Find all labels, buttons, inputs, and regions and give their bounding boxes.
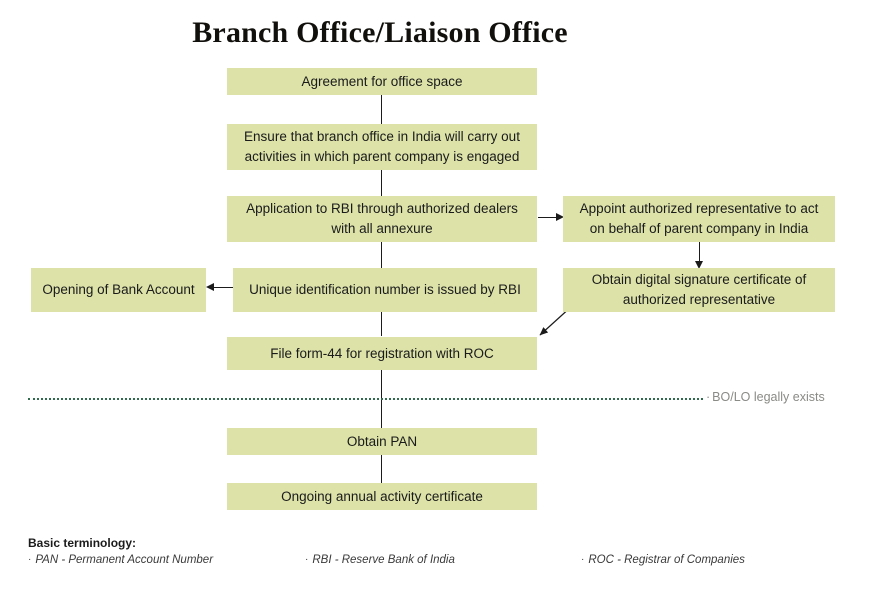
connector-appoint-to-digital <box>699 242 700 264</box>
node-digital-signature-label: Obtain digital signature certificate of … <box>591 272 807 307</box>
terminology-bullet-rbi: · <box>305 554 309 565</box>
legal-existence-label: ·BO/LO legally exists <box>706 390 825 404</box>
node-application[interactable]: Application to RBI through authorized de… <box>227 196 537 242</box>
connector-application-to-appoint <box>538 217 558 218</box>
terminology-heading: Basic terminology: <box>28 536 137 550</box>
terminology-text-pan: PAN - Permanent Account Number <box>35 554 214 566</box>
connector-agreement-to-ensure <box>381 94 382 124</box>
terminology-text-rbi: RBI - Reserve Bank of India <box>312 554 455 566</box>
node-agreement[interactable]: Agreement for office space <box>227 68 537 95</box>
terminology-text-roc: ROC - Registrar of Companies <box>588 554 745 566</box>
arrow-head-down-digital <box>695 261 703 269</box>
node-digital-signature[interactable]: Obtain digital signature certificate of … <box>563 268 835 312</box>
node-form44[interactable]: File form-44 for registration with ROC <box>227 337 537 370</box>
node-obtain-pan[interactable]: Obtain PAN <box>227 428 537 455</box>
terminology-item-rbi: ·RBI - Reserve Bank of India <box>305 554 455 566</box>
node-ongoing-certificate[interactable]: Ongoing annual activity certificate <box>227 483 537 510</box>
arrow-head-right-appoint <box>556 213 564 221</box>
connector-ensure-to-application <box>381 170 382 197</box>
terminology-item-pan: ·PAN - Permanent Account Number <box>28 554 213 566</box>
terminology-item-roc: ·ROC - Registrar of Companies <box>581 554 745 566</box>
node-form44-label: File form-44 for registration with ROC <box>270 345 494 361</box>
legal-existence-text: BO/LO legally exists <box>712 390 825 404</box>
node-appoint-label: Appoint authorized representative to act… <box>579 201 819 236</box>
node-obtain-pan-label: Obtain PAN <box>346 433 418 449</box>
page-title: Branch Office/Liaison Office <box>192 16 568 49</box>
node-ongoing-certificate-label: Ongoing annual activity certificate <box>281 488 483 504</box>
arrow-head-left-bank <box>206 283 214 291</box>
terminology-bullet-pan: · <box>28 554 32 565</box>
connector-uin-to-form44 <box>381 312 382 336</box>
legal-existence-bullet: · <box>706 390 711 404</box>
node-ensure[interactable]: Ensure that branch office in India will … <box>227 124 537 170</box>
node-uin-label: Unique identification number is issued b… <box>249 282 521 298</box>
node-agreement-label: Agreement for office space <box>301 73 463 89</box>
node-application-label: Application to RBI through authorized de… <box>246 201 518 236</box>
legal-existence-divider <box>28 398 703 400</box>
node-appoint[interactable]: Appoint authorized representative to act… <box>563 196 835 242</box>
node-bank-account[interactable]: Opening of Bank Account <box>31 268 206 312</box>
connector-application-to-uin <box>381 242 382 268</box>
node-ensure-label: Ensure that branch office in India will … <box>244 129 520 164</box>
node-bank-account-label: Opening of Bank Account <box>42 282 195 298</box>
node-uin[interactable]: Unique identification number is issued b… <box>233 268 537 312</box>
connector-pan-to-ongoing <box>381 455 382 483</box>
terminology-bullet-roc: · <box>581 554 585 565</box>
connector-uin-to-bank <box>213 287 233 288</box>
